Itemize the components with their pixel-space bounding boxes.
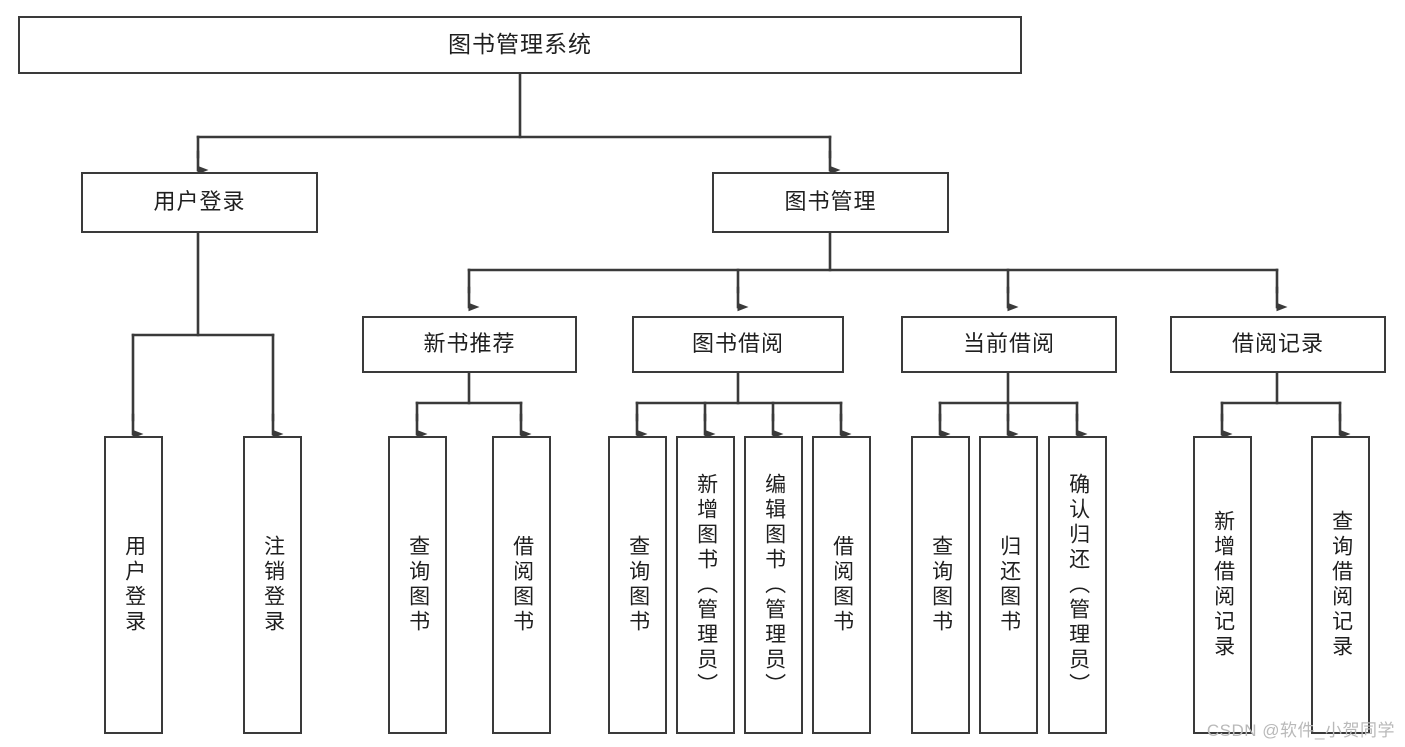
node-leaf-add-record[interactable]: 新增借阅记录 <box>1193 436 1252 734</box>
watermark-text: CSDN @软件_小贺同学 <box>1206 721 1395 740</box>
node-user-login[interactable]: 用户登录 <box>81 172 318 233</box>
node-root-label: 图书管理系统 <box>448 31 592 58</box>
node-leaf-return-book-label: 归还图书 <box>997 535 1021 635</box>
node-root[interactable]: 图书管理系统 <box>18 16 1022 74</box>
node-leaf-borrow-book-1-label: 借阅图书 <box>510 535 534 635</box>
node-current-borrow[interactable]: 当前借阅 <box>901 316 1117 373</box>
node-new-book-recommend[interactable]: 新书推荐 <box>362 316 577 373</box>
node-leaf-add-record-label: 新增借阅记录 <box>1211 510 1235 660</box>
node-leaf-query-book-1-label: 查询图书 <box>406 535 430 635</box>
node-leaf-confirm-return[interactable]: 确认归还（管理员） <box>1048 436 1107 734</box>
node-leaf-edit-book[interactable]: 编辑图书（管理员） <box>744 436 803 734</box>
node-leaf-user-login-label: 用户登录 <box>122 535 146 635</box>
node-leaf-borrow-book-2[interactable]: 借阅图书 <box>812 436 871 734</box>
node-leaf-user-login[interactable]: 用户登录 <box>104 436 163 734</box>
node-borrow-record[interactable]: 借阅记录 <box>1170 316 1386 373</box>
node-leaf-query-book-3[interactable]: 查询图书 <box>911 436 970 734</box>
node-leaf-return-book[interactable]: 归还图书 <box>979 436 1038 734</box>
node-leaf-borrow-book-2-label: 借阅图书 <box>830 535 854 635</box>
node-current-borrow-label: 当前借阅 <box>962 331 1055 357</box>
node-leaf-add-book-label: 新增图书（管理员） <box>694 472 718 698</box>
node-leaf-query-book-3-label: 查询图书 <box>929 535 953 635</box>
node-book-manage[interactable]: 图书管理 <box>712 172 949 233</box>
node-book-borrow-label: 图书借阅 <box>691 331 784 357</box>
node-borrow-record-label: 借阅记录 <box>1231 331 1324 357</box>
node-book-manage-label: 图书管理 <box>784 189 877 215</box>
node-leaf-borrow-book-1[interactable]: 借阅图书 <box>492 436 551 734</box>
node-leaf-query-record[interactable]: 查询借阅记录 <box>1311 436 1370 734</box>
node-leaf-query-book-1[interactable]: 查询图书 <box>388 436 447 734</box>
node-leaf-confirm-return-label: 确认归还（管理员） <box>1066 472 1090 698</box>
node-book-borrow[interactable]: 图书借阅 <box>632 316 844 373</box>
node-leaf-query-book-2-label: 查询图书 <box>626 535 650 635</box>
node-leaf-add-book[interactable]: 新增图书（管理员） <box>676 436 735 734</box>
node-leaf-edit-book-label: 编辑图书（管理员） <box>762 472 786 698</box>
node-leaf-logout-label: 注销登录 <box>261 535 285 635</box>
node-new-book-recommend-label: 新书推荐 <box>423 331 516 357</box>
node-user-login-label: 用户登录 <box>153 189 246 215</box>
node-leaf-query-book-2[interactable]: 查询图书 <box>608 436 667 734</box>
node-leaf-query-record-label: 查询借阅记录 <box>1329 510 1353 660</box>
node-leaf-logout[interactable]: 注销登录 <box>243 436 302 734</box>
